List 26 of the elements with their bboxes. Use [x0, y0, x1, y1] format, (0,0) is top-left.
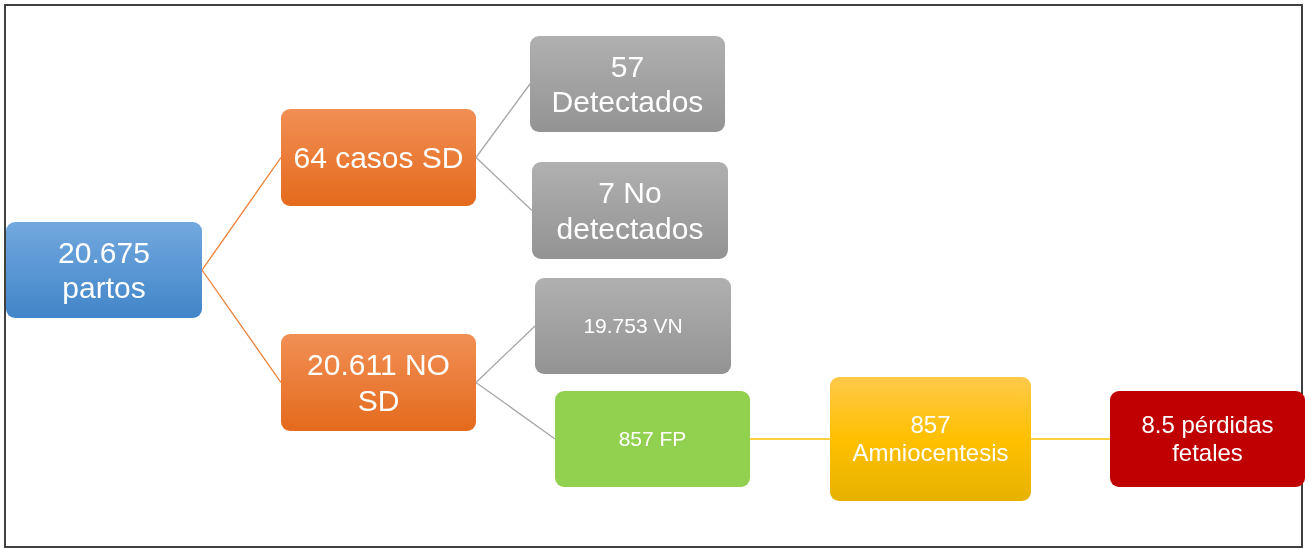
- connector-line: [1030, 438, 1111, 440]
- node-label: 57 Detectados: [550, 48, 705, 120]
- process-box: [535, 278, 731, 374]
- process-box: [281, 109, 476, 206]
- connector-line: [201, 156, 282, 271]
- node-label: 20.611 NO SD: [306, 347, 451, 418]
- node-label: 857 Amniocentesis: [851, 410, 1010, 468]
- connector-line: [201, 269, 282, 384]
- connector-line: [475, 156, 533, 212]
- connector-line: [475, 325, 536, 384]
- process-box: [6, 222, 202, 318]
- node-label: 7 No detectados: [555, 175, 705, 246]
- process-box: [1110, 391, 1305, 487]
- node-label: 19.753 VN: [583, 313, 683, 339]
- connector-line: [475, 83, 531, 159]
- process-box: [281, 334, 476, 431]
- node-label: 64 casos SD: [293, 139, 464, 176]
- process-box: [830, 377, 1031, 501]
- connector-line: [749, 438, 831, 440]
- process-box: [530, 36, 725, 132]
- node-label: 857 FP: [618, 426, 687, 452]
- process-box: [555, 391, 750, 487]
- connector-line: [475, 381, 556, 440]
- node-label: 20.675 partos: [57, 234, 151, 306]
- node-label: 8.5 pérdidas fetales: [1140, 410, 1275, 468]
- process-box: [532, 162, 728, 259]
